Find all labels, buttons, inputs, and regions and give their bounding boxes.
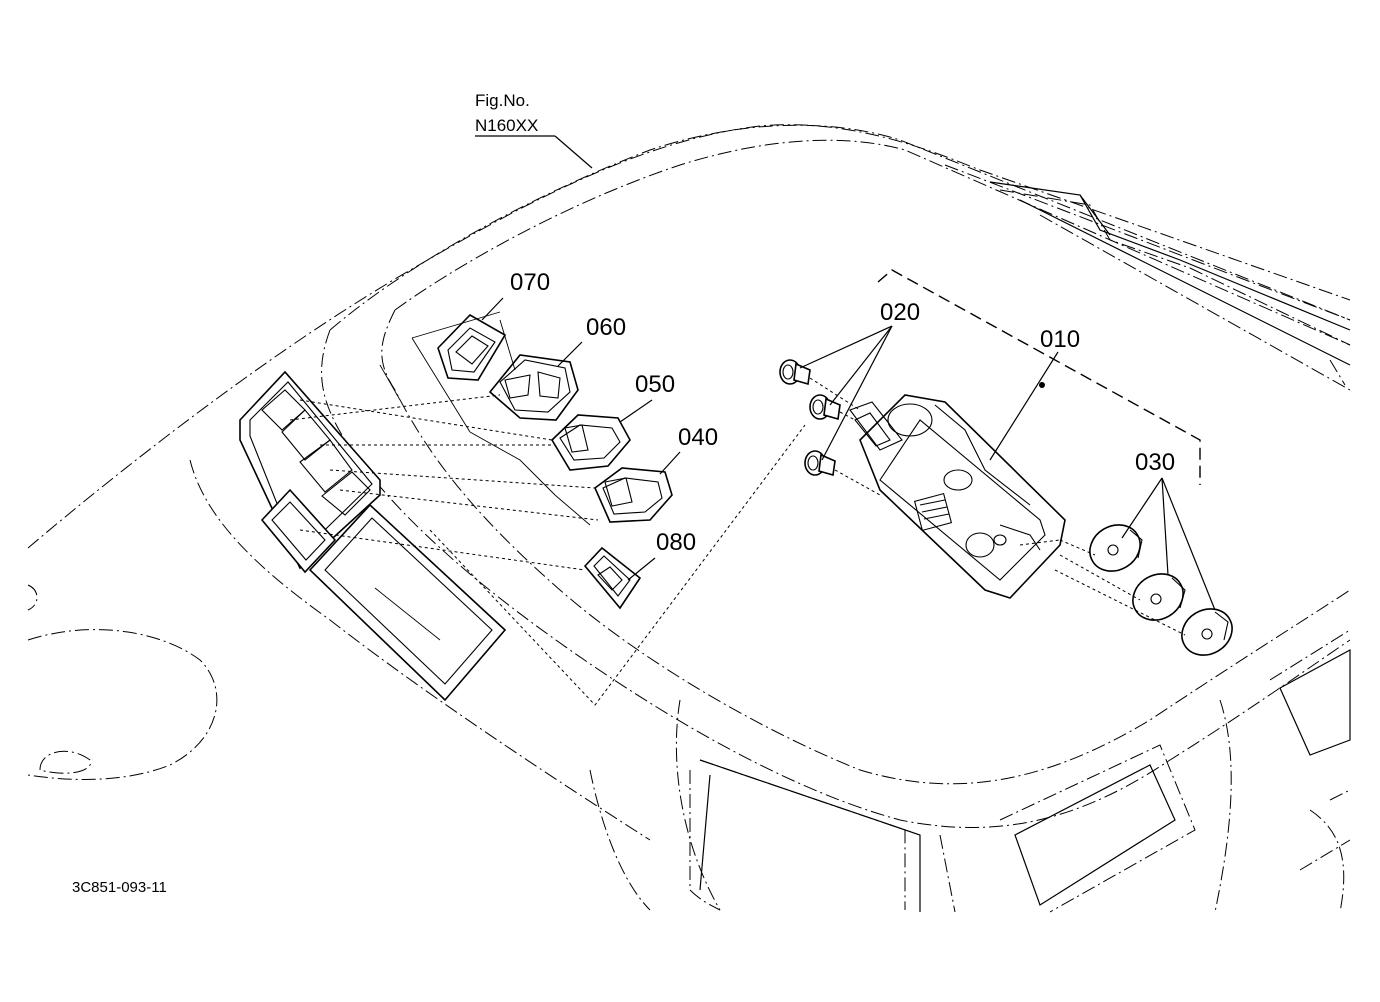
leader-020 (799, 325, 893, 461)
figure-caption: Fig.No. N160XX (475, 91, 538, 135)
knob-3 (1181, 608, 1233, 656)
drawing-code: 3C851-093-11 (72, 879, 167, 896)
cab-outline (27, 124, 1351, 913)
part-020-clips (779, 359, 881, 496)
knob-1 (1089, 524, 1143, 572)
part-030-knobs (1019, 524, 1233, 656)
callout-labels: 070 060 050 040 080 020 010 030 (510, 269, 1175, 556)
part-050-switch (550, 414, 631, 471)
clip-1 (779, 359, 811, 386)
callout-020: 020 (880, 299, 920, 326)
part-070-cap (437, 313, 507, 381)
callout-060: 060 (586, 314, 626, 341)
leader-070 (481, 297, 504, 321)
leader-010 (989, 351, 1059, 461)
part-080-block (583, 546, 642, 610)
explode-lines (289, 311, 806, 706)
leader-fig (475, 135, 593, 169)
fig-number: N160XX (475, 116, 538, 135)
callout-040: 040 (678, 424, 718, 451)
clip-3 (804, 450, 836, 477)
leader-060 (557, 341, 583, 367)
callout-030: 030 (1135, 449, 1175, 476)
knob-2 (1132, 573, 1186, 621)
leader-040 (659, 451, 681, 475)
fig-label: Fig.No. (475, 91, 530, 110)
leader-050 (619, 399, 653, 423)
callout-010: 010 (1040, 326, 1080, 353)
callout-080: 080 (656, 529, 696, 556)
leader-080 (627, 557, 656, 581)
switch-panel (239, 370, 507, 702)
callout-070: 070 (510, 269, 550, 296)
part-060-switch (488, 354, 579, 421)
assembly-bracket-010 (877, 269, 1201, 485)
callout-050: 050 (635, 371, 675, 398)
leader-030 (1121, 477, 1216, 611)
part-040-switch (594, 467, 673, 523)
leader-lines (475, 135, 1216, 611)
clip-2 (809, 394, 841, 421)
part-010-module (849, 394, 1066, 599)
